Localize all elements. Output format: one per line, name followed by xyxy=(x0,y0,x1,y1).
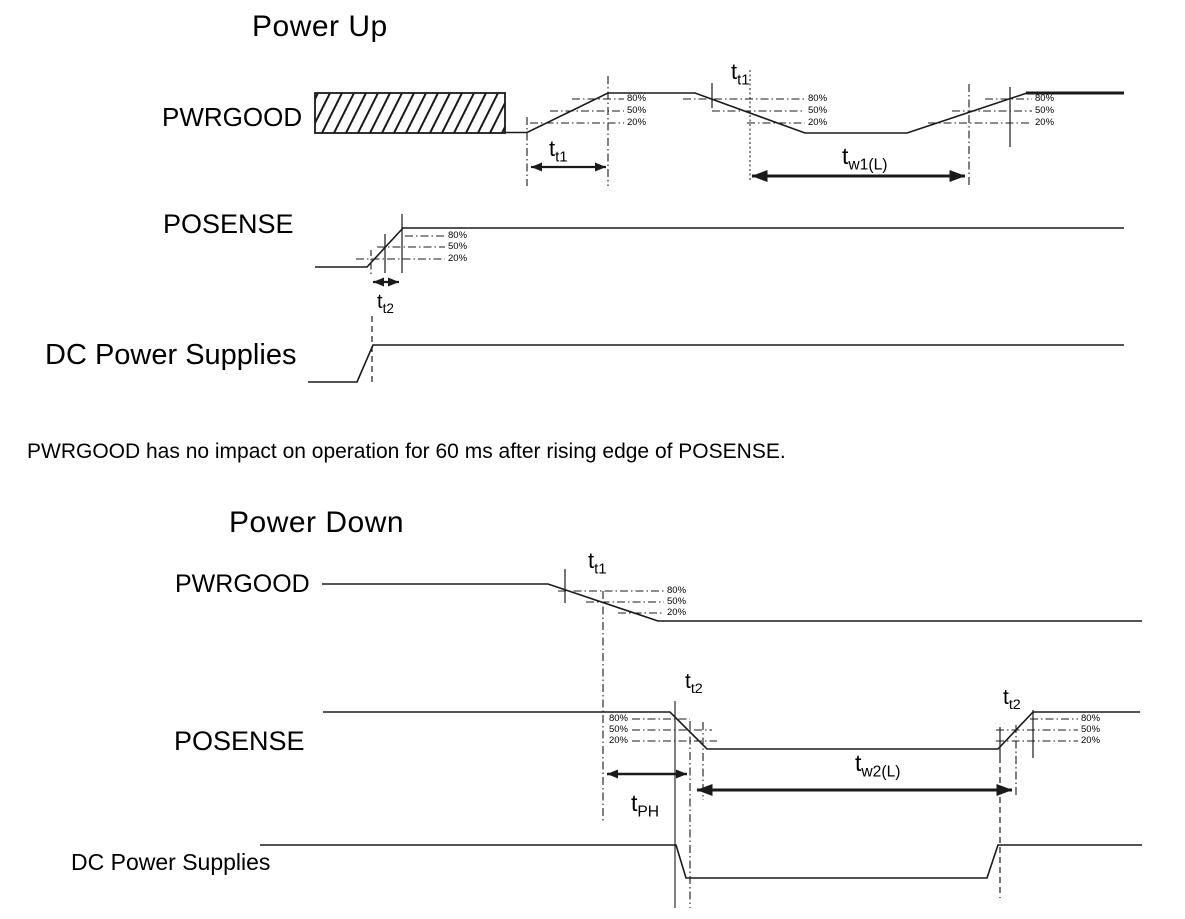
level-label-50: 50% xyxy=(1035,105,1055,116)
power-down-title: Power Down xyxy=(229,506,405,539)
level-label-80: 80% xyxy=(667,585,687,596)
powerup-posense-waveform xyxy=(315,227,1124,268)
level-label-50: 50% xyxy=(627,105,647,116)
level-label-50: 50% xyxy=(1081,724,1101,735)
level-label-20: 20% xyxy=(627,117,647,128)
powerup-dc-waveform xyxy=(308,344,1124,383)
level-label-80: 80% xyxy=(1081,713,1101,724)
powerdown-dc-waveform xyxy=(260,844,1142,879)
level-label-50: 50% xyxy=(448,241,468,252)
level-label-20: 20% xyxy=(808,117,828,128)
level-label-80: 80% xyxy=(608,713,628,724)
powerdown-dimension-arrows xyxy=(607,769,1013,796)
level-label-80: 80% xyxy=(1035,93,1055,104)
powerdown-tph-label: tPH xyxy=(631,790,660,821)
pwrgood-undefined-hatch-box xyxy=(314,92,506,134)
level-label-80: 80% xyxy=(448,230,468,241)
powerdown-tt2-fall-label: tt2 xyxy=(685,670,703,698)
powerup-dimension-arrows xyxy=(373,162,966,287)
powerdown-signal-label-posense: POSENSE xyxy=(174,726,305,756)
level-label-20: 20% xyxy=(1035,117,1055,128)
powerdown-signal-label-pwrgood: PWRGOOD xyxy=(175,570,310,598)
powerup-tt1-rise-label: tt1 xyxy=(549,136,568,166)
powerup-signal-label-posense: POSENSE xyxy=(163,209,294,239)
powerup-signal-label-pwrgood: PWRGOOD xyxy=(162,102,303,132)
powerdown-tt1-label: tt1 xyxy=(588,548,607,578)
powerdown-tw2l-label: tw2(L) xyxy=(855,750,901,781)
power-up-title: Power Up xyxy=(252,10,388,43)
powerup-tw1l-label: tw1(L) xyxy=(842,143,888,174)
powerdown-signal-label-dc: DC Power Supplies xyxy=(71,849,271,875)
powerdown-tt2-rise-label: tt2 xyxy=(1003,686,1021,714)
level-label-20: 20% xyxy=(608,735,628,746)
level-label-20: 20% xyxy=(667,607,687,618)
powerdown-posense-waveform xyxy=(323,711,1140,750)
powerup-tt2-label: tt2 xyxy=(377,291,394,316)
note-text: PWRGOOD has no impact on operation for 6… xyxy=(27,440,786,463)
powerup-level-lines xyxy=(356,98,1032,260)
level-label-20: 20% xyxy=(1081,735,1101,746)
powerdown-level-lines xyxy=(558,590,1078,742)
level-label-80: 80% xyxy=(808,93,828,104)
level-label-50: 50% xyxy=(608,724,628,735)
powerdown-pwrgood-waveform xyxy=(322,583,1142,622)
powerup-signal-label-dc: DC Power Supplies xyxy=(45,339,297,371)
level-label-50: 50% xyxy=(667,596,687,607)
level-label-20: 20% xyxy=(448,253,468,264)
level-label-50: 50% xyxy=(808,105,828,116)
level-label-80: 80% xyxy=(627,93,647,104)
powerup-tt1-fall-label: tt1 xyxy=(731,59,750,89)
powerdown-measure-verticals xyxy=(564,569,1034,908)
powerup-measure-verticals xyxy=(370,70,1011,383)
